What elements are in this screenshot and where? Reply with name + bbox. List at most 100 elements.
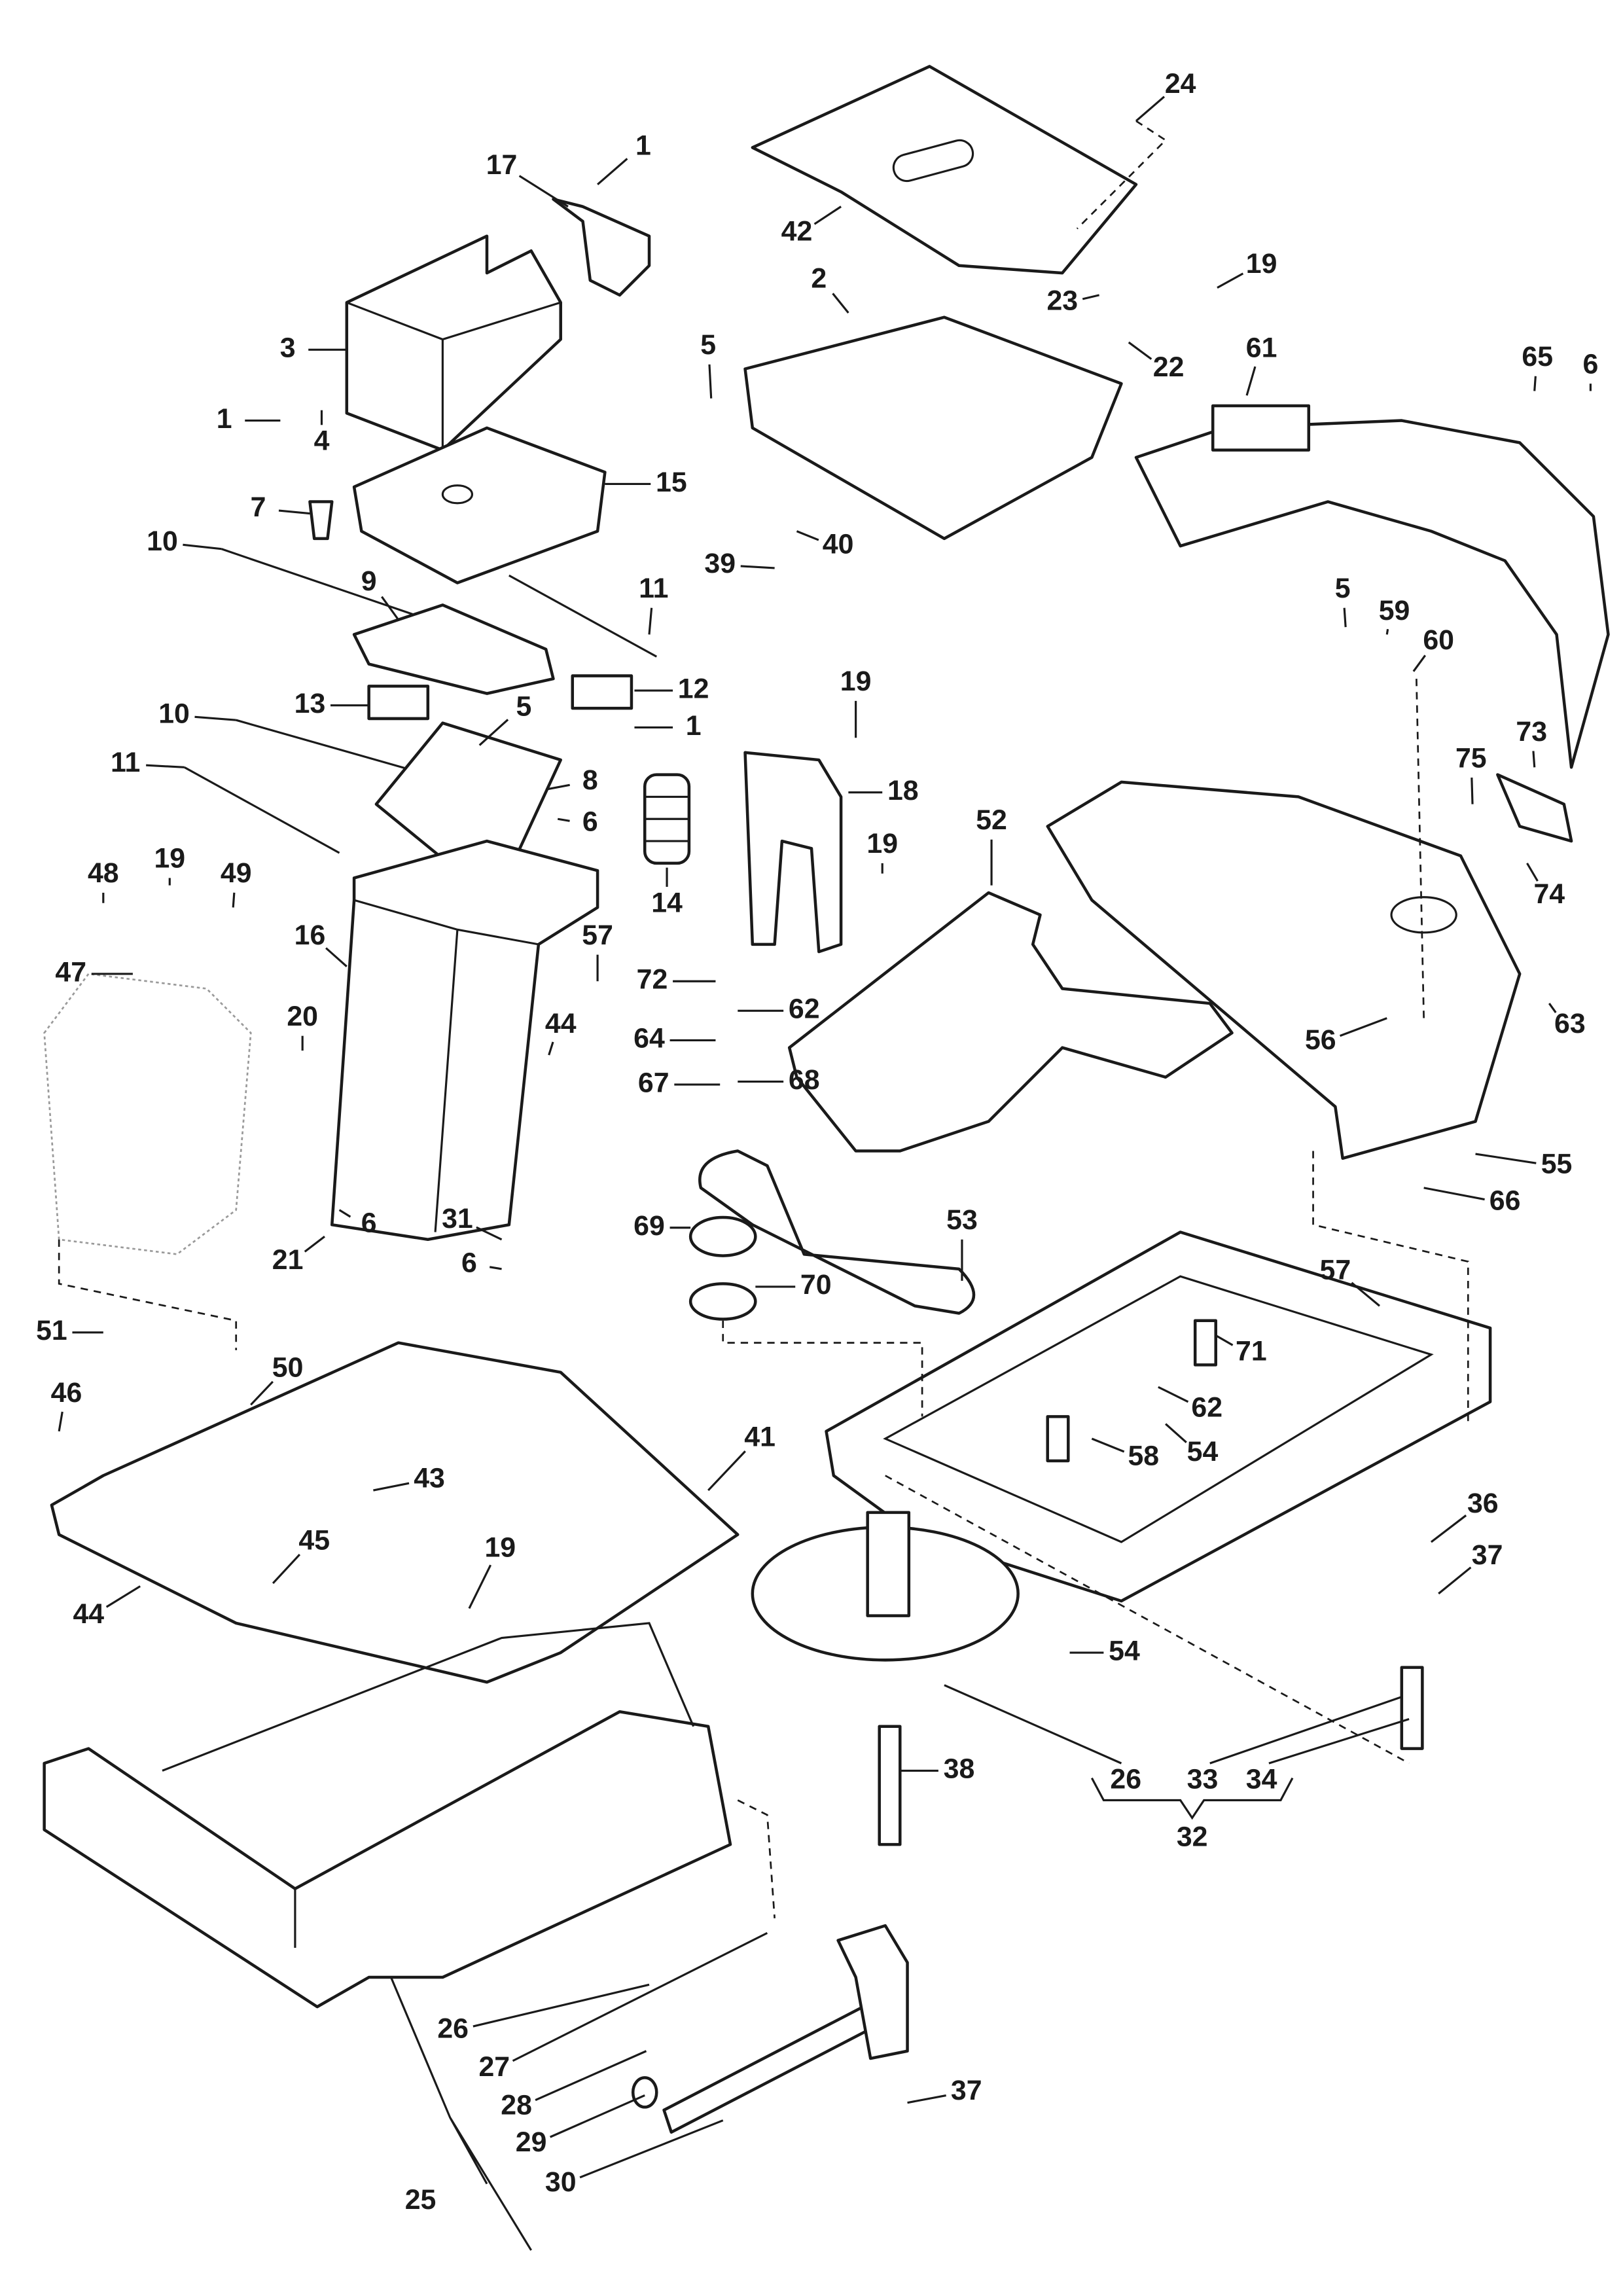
leader-line — [468, 1564, 492, 1609]
callout-19: 19 — [866, 828, 898, 859]
callout-57: 57 — [582, 920, 613, 951]
callout-66: 66 — [1489, 1185, 1521, 1217]
callout-53: 53 — [946, 1204, 978, 1236]
leader-line — [1351, 1282, 1381, 1307]
callout-22: 22 — [1153, 351, 1185, 383]
rear-frame — [825, 1230, 1492, 1603]
callout-20: 20 — [287, 1001, 318, 1032]
leader-line — [907, 2094, 946, 2104]
steering-column — [330, 839, 599, 1242]
leader-line — [146, 764, 185, 768]
leader-line — [579, 2119, 724, 2179]
mounting-plate — [787, 891, 1234, 1153]
leader-line — [1165, 1423, 1187, 1443]
leader-line — [535, 2050, 647, 2102]
leader-line — [512, 1931, 768, 2062]
leader-line — [489, 1266, 502, 1270]
callout-74: 74 — [1533, 878, 1565, 910]
callout-62: 62 — [789, 994, 820, 1025]
callout-43: 43 — [414, 1463, 445, 1494]
leader-line — [707, 1450, 746, 1492]
leader-line — [304, 1236, 325, 1253]
callout-12: 12 — [678, 673, 709, 704]
battery-box — [345, 234, 562, 452]
leader-line — [1533, 376, 1537, 391]
callout-3: 3 — [280, 332, 296, 364]
callout-17: 17 — [486, 149, 518, 181]
leader-line — [1215, 1334, 1234, 1346]
callout-21: 21 — [272, 1244, 304, 1276]
callout-46: 46 — [51, 1377, 82, 1408]
front-axle — [662, 2005, 872, 2134]
callout-32: 32 — [1177, 1821, 1208, 1852]
leader-line — [1340, 1017, 1387, 1037]
callout-27: 27 — [478, 2051, 510, 2083]
leader-line — [548, 1041, 554, 1056]
callout-7: 7 — [251, 492, 266, 523]
pin — [1400, 1666, 1424, 1750]
leader-line — [545, 783, 570, 791]
callout-26: 26 — [437, 2013, 469, 2045]
callout-52: 52 — [976, 804, 1007, 836]
callout-58: 58 — [1128, 1441, 1159, 1472]
link-arm — [352, 603, 555, 695]
callout-19: 19 — [154, 843, 185, 874]
leader-line — [250, 1380, 274, 1406]
callout-5: 5 — [516, 691, 531, 722]
leader-line — [1438, 1566, 1472, 1595]
leader-line — [1423, 1187, 1485, 1201]
callout-71: 71 — [1236, 1336, 1267, 1367]
console-base — [352, 426, 607, 584]
callout-45: 45 — [298, 1524, 330, 1556]
leader-line — [1217, 272, 1244, 289]
part-drawings — [43, 65, 1610, 2134]
leader-line — [1548, 1003, 1557, 1014]
leader-line — [325, 947, 348, 967]
rod — [184, 766, 340, 854]
callout-47: 47 — [55, 956, 86, 988]
washer — [688, 1282, 757, 1321]
callout-57: 57 — [1320, 1255, 1351, 1286]
bushing — [1193, 1319, 1217, 1367]
bracket — [1496, 773, 1573, 843]
callout-6: 6 — [582, 806, 598, 837]
leader-line — [1343, 607, 1347, 628]
leader-line — [373, 1482, 410, 1492]
callout-34: 34 — [1246, 1763, 1277, 1795]
leader-line — [1082, 294, 1099, 300]
callout-6: 6 — [1582, 348, 1598, 380]
rod — [508, 574, 658, 658]
callout-15: 15 — [656, 467, 687, 498]
callout-56: 56 — [1305, 1024, 1336, 1056]
leader-line — [183, 543, 222, 550]
callout-23: 23 — [1046, 285, 1078, 316]
leader-line — [58, 1411, 63, 1432]
reference-outline — [43, 973, 252, 1255]
callout-37: 37 — [1472, 1539, 1503, 1571]
callout-60: 60 — [1423, 624, 1454, 656]
callout-9: 9 — [361, 565, 377, 597]
callout-62: 62 — [1191, 1391, 1222, 1423]
callout-11: 11 — [111, 747, 140, 778]
callout-55: 55 — [1541, 1148, 1573, 1179]
leader-line — [278, 509, 310, 515]
bracket — [552, 198, 651, 297]
rear-support-plate — [1046, 780, 1522, 1160]
callout-1: 1 — [217, 403, 232, 435]
group-brackets: 26 33 34 32 25 — [390, 1684, 1410, 2251]
leader-line — [1091, 1437, 1125, 1453]
callout-73: 73 — [1516, 716, 1547, 747]
leader-line — [796, 530, 819, 541]
callout-30: 30 — [545, 2166, 577, 2198]
leader-line — [1128, 341, 1152, 360]
leader-line — [476, 1226, 503, 1241]
callout-19: 19 — [1246, 248, 1277, 279]
callout-36: 36 — [1467, 1488, 1499, 1519]
callout-50: 50 — [272, 1352, 304, 1383]
leader-line — [740, 565, 775, 569]
callout-54: 54 — [1187, 1436, 1219, 1467]
pin — [878, 1725, 902, 1846]
callout-49: 49 — [221, 857, 252, 889]
callout-44: 44 — [73, 1598, 104, 1630]
callout-69: 69 — [633, 1210, 665, 1242]
